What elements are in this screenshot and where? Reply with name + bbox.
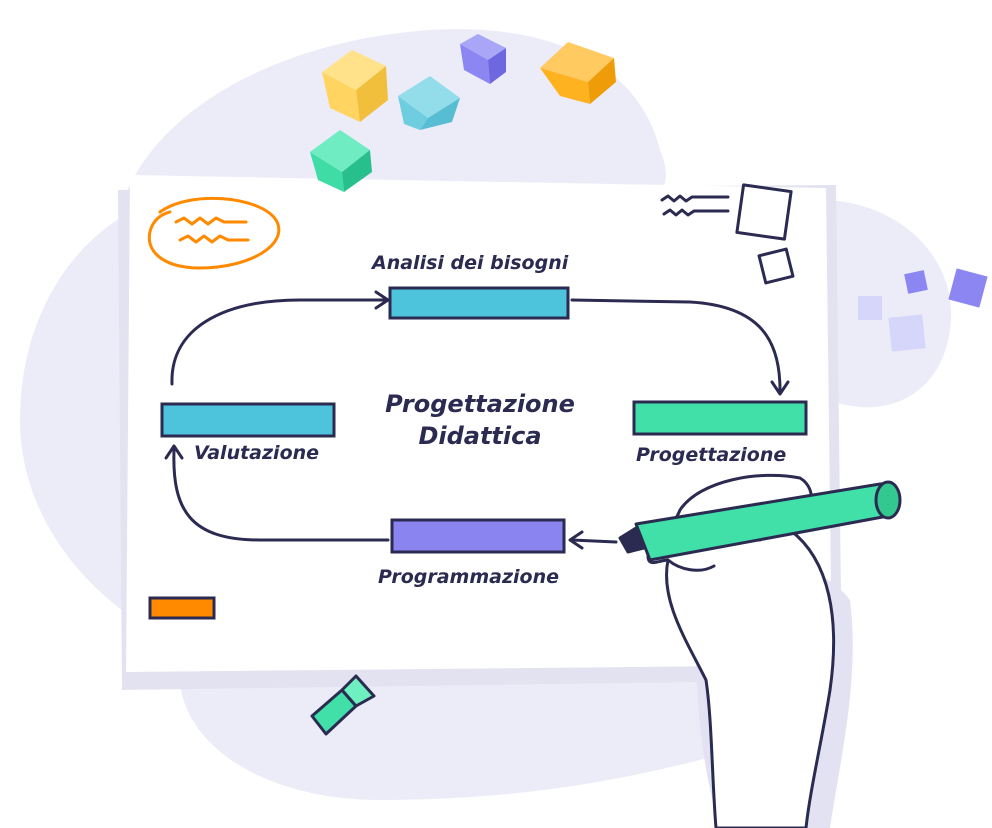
arrowhead-analisi (374, 290, 390, 310)
step-label-analisi: Analisi dei bisogni (372, 252, 569, 274)
arrowhead-valutazione (164, 444, 184, 460)
cubes (310, 34, 616, 192)
square-pale-1 (858, 296, 882, 320)
arrow-pen-to-programmazione (570, 538, 618, 544)
teal-cube-icon (398, 76, 460, 130)
step-bar-progettazione (632, 400, 808, 436)
orange-scribble-line-1 (174, 216, 248, 226)
marker-cap-icon (310, 674, 376, 736)
center-title: Progettazione Didattica (370, 388, 590, 452)
orange-scribble-line-2 (178, 234, 250, 244)
step-label-programmazione: Programmazione (378, 566, 560, 588)
paper-doodles (147, 183, 795, 285)
center-title-line2: Didattica (418, 422, 542, 450)
background-blob-right (820, 200, 952, 408)
step-label-progettazione: Progettazione (636, 444, 787, 466)
orange-cube-icon (540, 42, 616, 104)
step-label-valutazione: Valutazione (194, 442, 320, 464)
step-bars (160, 286, 808, 554)
square-violet-1 (904, 270, 928, 294)
center-title-line1: Progettazione (385, 390, 575, 418)
orange-note-rect (148, 596, 216, 620)
arrow-valutazione-to-analisi (170, 298, 388, 386)
hand-thumb-line (666, 558, 716, 572)
hand (646, 473, 836, 828)
arrow-programmazione-to-valutazione (172, 448, 390, 542)
yellow-cube-icon (322, 50, 388, 122)
background-blob-top (120, 29, 666, 212)
step-bar-valutazione (160, 402, 336, 438)
step-bar-programmazione (390, 518, 566, 554)
right-squares (858, 268, 988, 352)
square-violet-2 (948, 268, 988, 308)
square-pale-2 (888, 314, 926, 352)
arrowhead-progettazione (770, 380, 790, 396)
arrow-analisi-to-progettazione (570, 298, 782, 392)
step-bar-analisi (388, 286, 570, 320)
navy-scribble-1 (660, 194, 730, 203)
violet-cube-icon (460, 34, 506, 84)
orange-scribble-circle (147, 196, 281, 270)
outline-square-large (735, 183, 793, 241)
navy-scribble-2 (662, 208, 730, 217)
marker-icon (618, 480, 902, 562)
cycle-arrows (164, 290, 790, 550)
outline-square-small (757, 247, 795, 285)
arrowhead-programmazione (568, 530, 584, 550)
green-cube-icon (310, 130, 372, 192)
hand-with-marker (618, 473, 902, 828)
